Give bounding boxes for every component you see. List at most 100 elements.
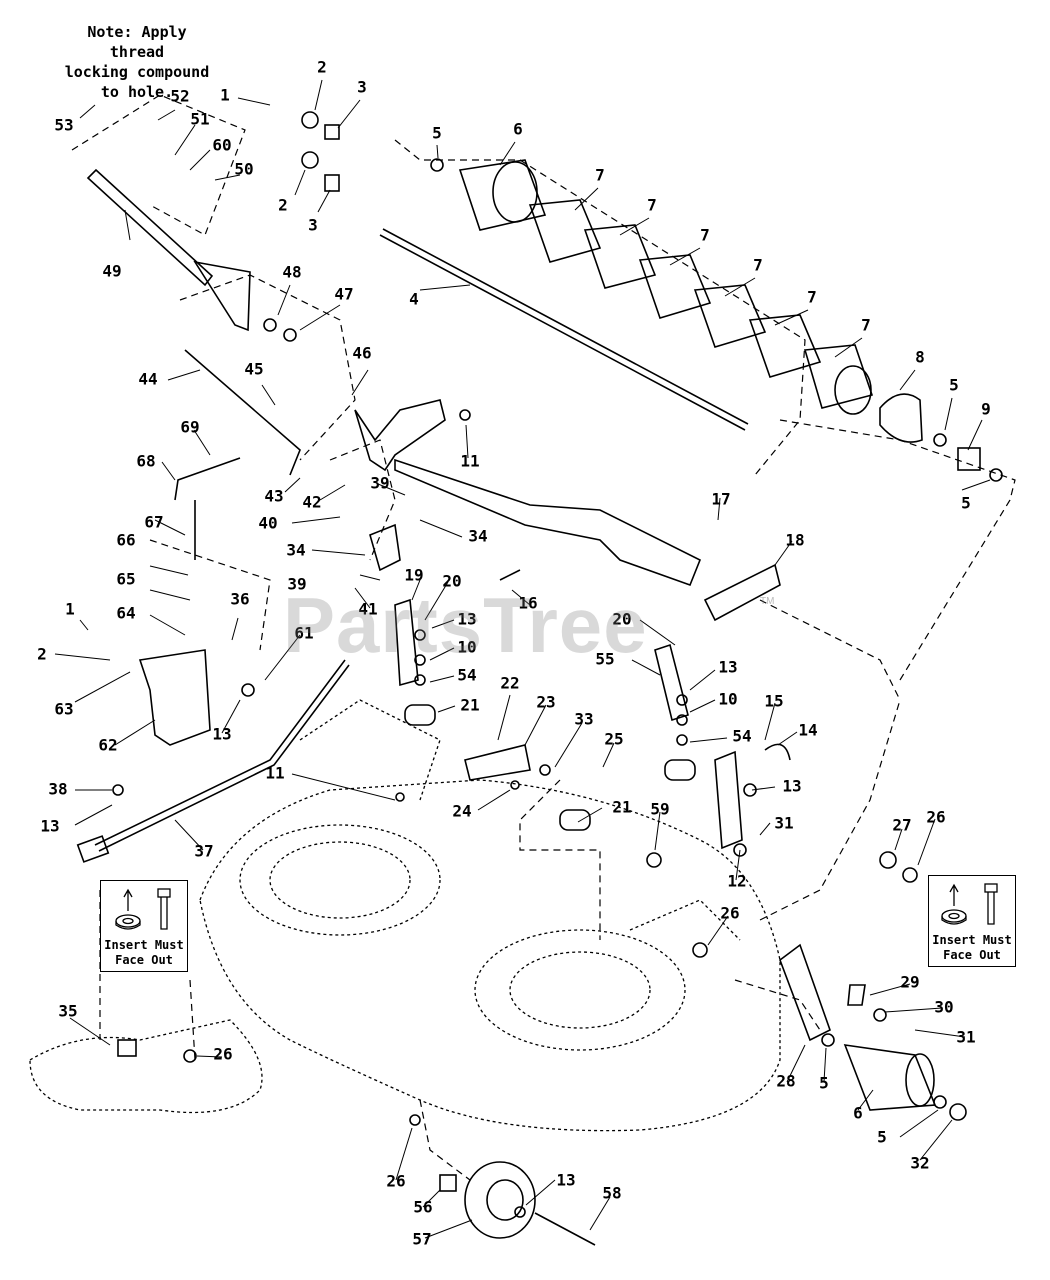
callout-label: 12 — [727, 872, 746, 891]
callout-label: 2 — [317, 58, 327, 77]
callout-label: 23 — [536, 693, 555, 712]
callout-label: 19 — [404, 566, 423, 585]
callout-label: 2 — [37, 645, 47, 664]
nut-insert-icon — [115, 888, 171, 930]
strap-15 — [714, 750, 743, 850]
callout-label: 13 — [212, 725, 231, 744]
callout-label: 7 — [700, 226, 710, 245]
thread-locking-note: Note: Apply thread locking compound to h… — [64, 23, 210, 101]
callout-label: 48 — [282, 263, 301, 282]
callout-label: 26 — [213, 1045, 232, 1064]
callout-label: 31 — [956, 1028, 975, 1047]
callout-label: 6 — [513, 120, 523, 139]
callout-label: 45 — [244, 360, 263, 379]
callout-label: 52 — [170, 87, 189, 106]
callout-label: 3 — [308, 216, 318, 235]
callout-label: 37 — [194, 842, 213, 861]
callout-label: 41 — [358, 600, 377, 619]
callout-label: 5 — [819, 1074, 829, 1093]
callout-label: 7 — [595, 166, 605, 185]
axle-bracket — [354, 399, 702, 587]
rod — [379, 228, 749, 431]
partstree-watermark: PartsTree — [283, 581, 648, 669]
callout-label: 43 — [264, 487, 283, 506]
trademark-mark: TM — [760, 596, 775, 607]
callout-label: 54 — [732, 727, 751, 746]
lever — [86, 168, 251, 332]
gauge-wheel — [464, 1161, 536, 1239]
callout-label: 38 — [48, 780, 67, 799]
callout-label: 60 — [212, 136, 231, 155]
callout-label: 57 — [412, 1230, 431, 1249]
callout-label: 14 — [798, 721, 817, 740]
callout-label: 24 — [452, 802, 471, 821]
callout-label: 10 — [718, 690, 737, 709]
callout-label: 13 — [556, 1171, 575, 1190]
spring-rod-44 — [184, 349, 301, 476]
callout-label: 63 — [54, 700, 73, 719]
callout-label: 65 — [116, 570, 135, 589]
callout-label: 15 — [764, 692, 783, 711]
callout-label: 22 — [500, 674, 519, 693]
callout-label: 4 — [409, 290, 419, 309]
callout-label: 11 — [265, 764, 284, 783]
callout-label: 8 — [915, 348, 925, 367]
callout-label: 64 — [116, 604, 135, 623]
callout-label: 31 — [774, 814, 793, 833]
callout-label: 58 — [602, 1184, 621, 1203]
callout-label: 13 — [40, 817, 59, 836]
callout-label: 54 — [457, 666, 476, 685]
callout-label: 50 — [234, 160, 253, 179]
roller-tube-assembly — [458, 159, 923, 443]
callout-label: 6 — [853, 1104, 863, 1123]
callout-label: 26 — [720, 904, 739, 923]
callout-label: 20 — [612, 610, 631, 629]
callout-label: 33 — [574, 710, 593, 729]
link-rod — [174, 457, 241, 560]
callout-label: 21 — [612, 798, 631, 817]
bracket-18 — [703, 563, 781, 622]
callout-label: 7 — [807, 288, 817, 307]
callout-label: 28 — [776, 1072, 795, 1091]
callout-label: 20 — [442, 572, 461, 591]
callout-label: 68 — [136, 452, 155, 471]
callout-label: 18 — [785, 531, 804, 550]
callout-label: 69 — [180, 418, 199, 437]
callout-label: 3 — [357, 78, 367, 97]
inset-caption: Insert Must Face Out — [104, 938, 184, 967]
callout-label: 55 — [595, 650, 614, 669]
callout-label: 56 — [413, 1198, 432, 1217]
callout-label: 61 — [294, 624, 313, 643]
callout-label: 13 — [457, 610, 476, 629]
leader-lines — [54, 79, 991, 1239]
callout-label: 32 — [910, 1154, 929, 1173]
callout-label: 30 — [934, 998, 953, 1017]
callout-label: 27 — [892, 816, 911, 835]
callout-label: 40 — [258, 514, 277, 533]
callout-label: 21 — [460, 696, 479, 715]
callout-label: 49 — [102, 262, 121, 281]
callout-label: 44 — [138, 370, 157, 389]
callout-label: 39 — [370, 474, 389, 493]
callout-label: 34 — [286, 541, 305, 560]
callout-label: 5 — [949, 376, 959, 395]
rod-37 — [94, 659, 350, 852]
bracket-62 — [138, 649, 211, 746]
callout-label: 26 — [386, 1172, 405, 1191]
callout-label: 36 — [230, 590, 249, 609]
insert-orientation-inset: Insert Must Face Out — [928, 875, 1016, 967]
callout-label: 34 — [468, 527, 487, 546]
nut-insert-icon — [941, 883, 998, 925]
callout-label: 29 — [900, 973, 919, 992]
callout-label: 2 — [278, 196, 288, 215]
strap-28 — [779, 943, 831, 1042]
callout-label: 17 — [711, 490, 730, 509]
hardware — [112, 111, 1003, 1218]
callout-label: 39 — [287, 575, 306, 594]
callout-label: 9 — [981, 400, 991, 419]
mower-deck-outline — [29, 699, 781, 1132]
callout-label: 25 — [604, 730, 623, 749]
callout-label: 13 — [718, 658, 737, 677]
inset-caption: Insert Must Face Out — [932, 933, 1012, 962]
